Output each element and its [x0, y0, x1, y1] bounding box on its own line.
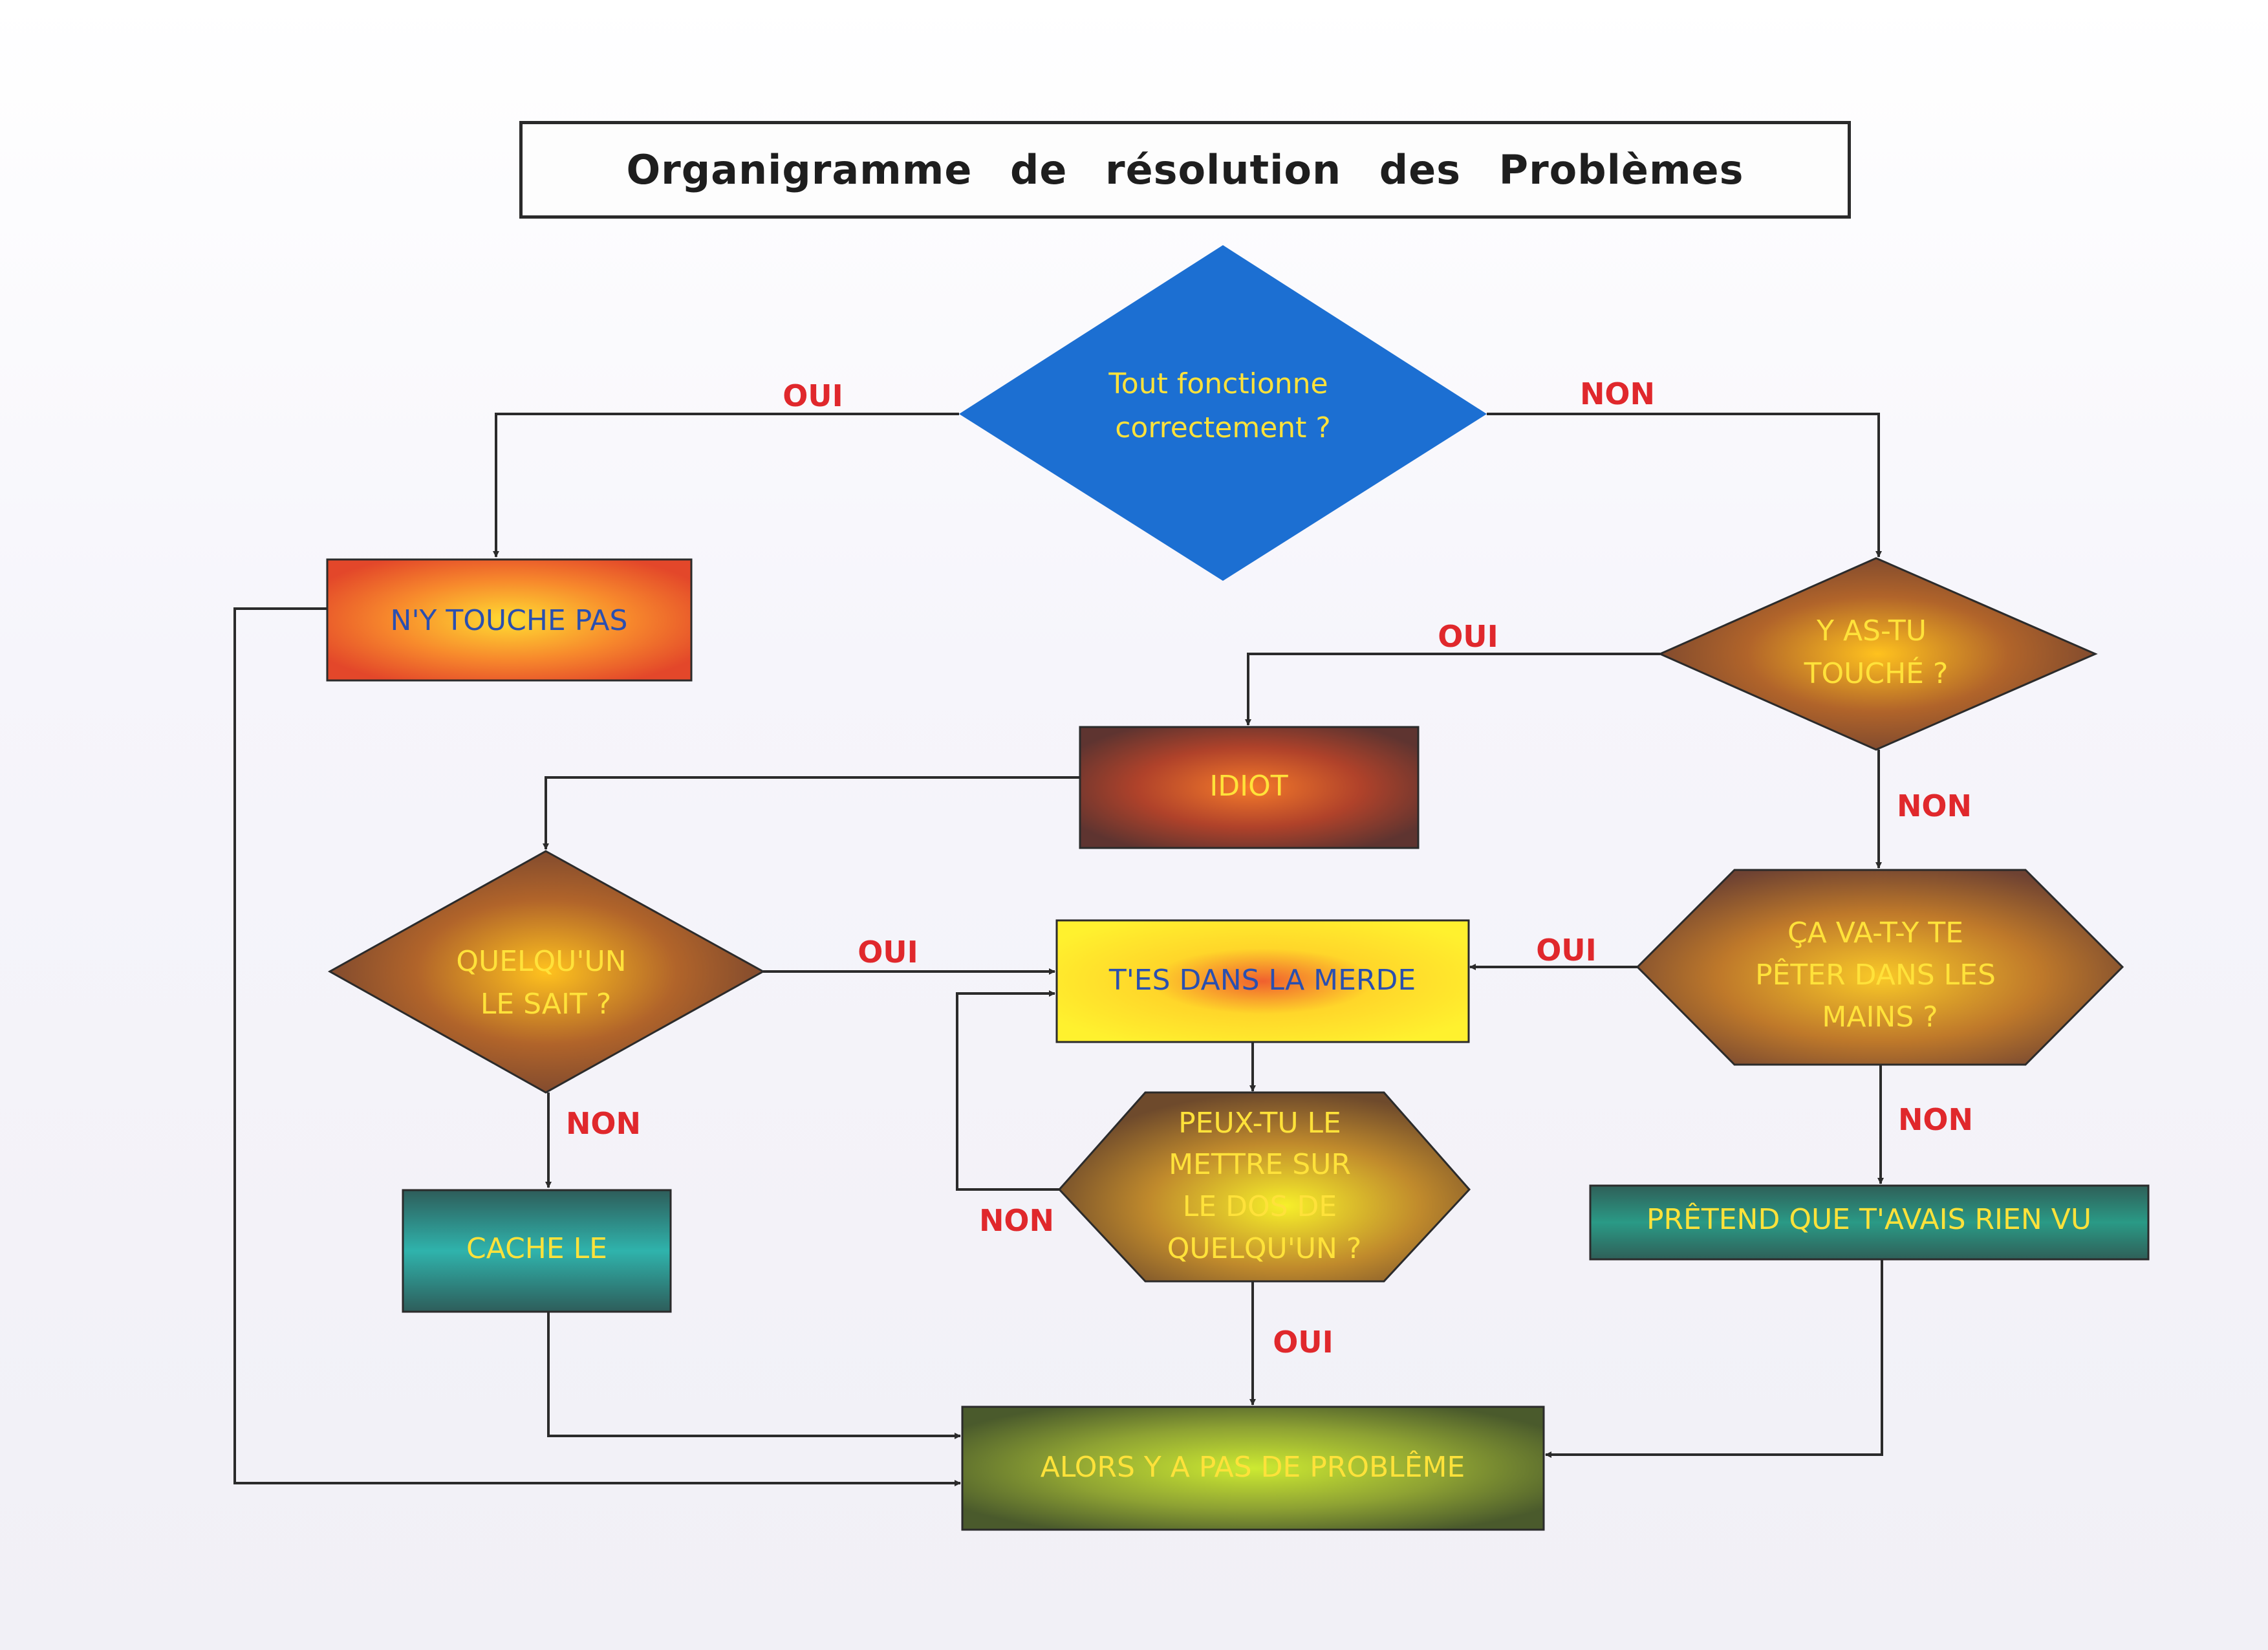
decision-diamond-touched — [1658, 557, 2098, 751]
node-dont-touch: N'Y TOUCHE PAS — [326, 558, 693, 682]
node-in-trouble: T'ES DANS LA MERDE — [1055, 919, 1470, 1043]
edge-labels: OUI NON OUI NON OUI NON OUI NON NON OUI — [566, 376, 1973, 1360]
blow-up-line-3: MAINS ? — [1822, 1001, 1938, 1034]
label-start-no: NON — [1580, 376, 1655, 411]
svg-text:ALORS Y A PAS DE PROBLÊME: ALORS Y A PAS DE PROBLÊME — [1041, 1449, 1465, 1484]
svg-text:PRÊTEND QUE T'AVAIS RIEN VU: PRÊTEND QUE T'AVAIS RIEN VU — [1647, 1202, 2091, 1236]
process-box-pretend — [1589, 1184, 2150, 1261]
label-touched-yes: OUI — [1438, 619, 1498, 654]
svg-text:N'Y TOUCHE PAS: N'Y TOUCHE PAS — [391, 604, 628, 637]
hide-label: CACHE LE — [466, 1232, 607, 1265]
process-box-in-trouble — [1055, 919, 1470, 1043]
page-title: Organigramme de résolution des Problèmes — [626, 146, 1744, 193]
touched-line-2: TOUCHÉ ? — [1804, 656, 1949, 690]
blow-up-line-2: PÊTER DANS LES — [1755, 957, 1996, 992]
node-hide: CACHE LE — [402, 1189, 672, 1313]
arrow-dont-touch-to-no-problem — [233, 607, 961, 1486]
touched-line-1: Y AS-TU — [1816, 614, 1927, 647]
blame-line-2: METTRE SUR — [1169, 1148, 1351, 1181]
svg-text:QUELQU'UN LE SAIT ?: QUELQU'UN LE SAIT ? — [456, 945, 635, 1021]
node-blow-up: ÇA VA-T-Y TE PÊTER DANS LES MAINS ? — [1636, 869, 2124, 1066]
label-touched-no: NON — [1897, 788, 1972, 823]
svg-text:Tout fonctionne correc: Tout fonctionne correctement ? — [1108, 367, 1337, 444]
node-touched: Y AS-TU TOUCHÉ ? — [1658, 557, 2098, 751]
svg-text:ÇA VA-T-Y TE PÊTER DAN: ÇA VA-T-Y TE PÊTER DANS LES MAINS ? — [1755, 917, 2005, 1034]
blame-line-1: PEUX-TU LE — [1178, 1107, 1341, 1140]
hexagon-blow-up — [1636, 869, 2124, 1066]
process-box-no-problem — [961, 1406, 1545, 1531]
hexagon-blame — [1057, 1091, 1471, 1283]
blow-up-line-1: ÇA VA-T-Y TE — [1787, 917, 1963, 950]
node-pretend: PRÊTEND QUE T'AVAIS RIEN VU — [1589, 1184, 2150, 1261]
dont-touch-label: N'Y TOUCHE PAS — [391, 604, 628, 637]
blame-line-3: LE DOS DE — [1183, 1190, 1337, 1223]
label-blame-no: NON — [979, 1203, 1054, 1238]
label-knows-yes: OUI — [858, 935, 918, 970]
svg-text:Y AS-TU TOUCHÉ ?: Y AS-TU TOUCHÉ ? — [1804, 614, 1949, 690]
node-blame: PEUX-TU LE METTRE SUR LE DOS DE QUELQU'U… — [1057, 1091, 1471, 1283]
knows-line-2: LE SAIT ? — [481, 988, 611, 1021]
connectors — [233, 413, 1884, 1486]
node-idiot: IDIOT — [1079, 726, 1420, 849]
process-box-hide — [402, 1189, 672, 1313]
arrow-hide-to-no-problem — [547, 1312, 961, 1439]
svg-text:IDIOT: IDIOT — [1209, 770, 1288, 803]
arrow-pretend-to-no-problem — [1545, 1260, 1883, 1458]
decision-diamond-knows — [327, 850, 766, 1094]
arrow-start-to-touched — [1487, 413, 1882, 558]
knows-line-1: QUELQU'UN — [456, 945, 626, 978]
arrow-start-to-dont-touch — [493, 413, 959, 558]
start-line-2: correctement ? — [1115, 411, 1331, 444]
label-blame-yes: OUI — [1273, 1325, 1334, 1360]
in-trouble-label: T'ES DANS LA MERDE — [1108, 964, 1416, 997]
decision-diamond-start — [959, 245, 1487, 581]
process-box-dont-touch — [326, 558, 693, 682]
svg-text:CACHE LE: CACHE LE — [466, 1232, 607, 1265]
svg-text:PEUX-TU LE METTRE SUR: PEUX-TU LE METTRE SUR LE DOS DE QUELQU'U… — [1167, 1107, 1362, 1265]
arrow-touched-to-idiot — [1245, 653, 1660, 726]
idiot-label: IDIOT — [1209, 770, 1288, 803]
node-start: Tout fonctionne correctement ? — [959, 245, 1487, 581]
label-start-yes: OUI — [783, 378, 843, 413]
svg-text:T'ES DANS LA MERDE: T'ES DANS LA MERDE — [1108, 964, 1416, 997]
arrow-idiot-to-knows — [543, 776, 1080, 850]
start-line-1: Tout fonctionne — [1108, 367, 1328, 400]
no-problem-label: ALORS Y A PAS DE PROBLÊME — [1041, 1449, 1465, 1484]
blame-line-4: QUELQU'UN ? — [1167, 1232, 1362, 1265]
node-someone-knows: QUELQU'UN LE SAIT ? — [327, 850, 766, 1094]
node-no-problem: ALORS Y A PAS DE PROBLÊME — [961, 1406, 1545, 1531]
label-knows-no: NON — [566, 1106, 641, 1141]
process-box-idiot — [1079, 726, 1420, 849]
pretend-label: PRÊTEND QUE T'AVAIS RIEN VU — [1647, 1202, 2091, 1236]
arrow-blame-no-to-trouble — [956, 990, 1059, 1191]
label-blow-no: NON — [1898, 1102, 1973, 1137]
title-box: Organigramme de résolution des Problèmes — [519, 121, 1851, 219]
label-blow-yes: OUI — [1536, 933, 1597, 968]
